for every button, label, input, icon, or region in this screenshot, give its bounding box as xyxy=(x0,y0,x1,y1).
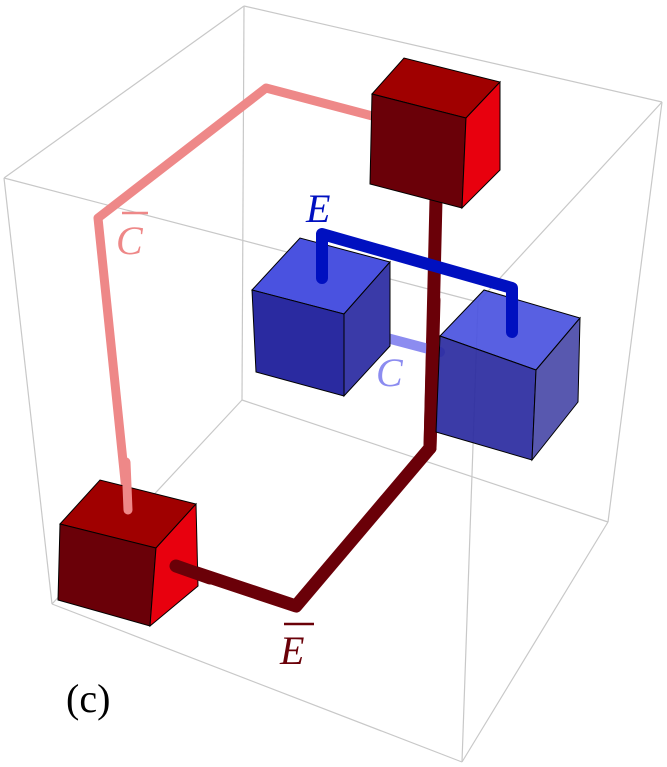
label-c: C xyxy=(376,350,404,395)
frame-edge xyxy=(51,603,463,763)
blue-cube-right-side xyxy=(531,316,581,462)
frame-edge xyxy=(477,101,663,303)
frame-edge xyxy=(243,5,663,103)
frame-edge xyxy=(241,5,245,401)
blue-cube-left xyxy=(251,237,391,398)
blue-cube-right xyxy=(435,289,581,462)
c-bar-link xyxy=(93,83,385,515)
e-bar-link-front xyxy=(423,293,441,455)
panel-label: (c) xyxy=(66,676,110,721)
frame-edge xyxy=(3,177,479,303)
label-e: E xyxy=(305,186,330,231)
red-cube-top-side xyxy=(461,80,501,210)
label-c-bar: C xyxy=(116,211,148,263)
label-e-bar: E xyxy=(279,622,314,673)
frame-edge xyxy=(607,101,663,523)
red-cube-top xyxy=(369,57,501,210)
e-bar-link-end xyxy=(169,559,217,585)
c-bar-link-end xyxy=(121,457,133,515)
frame-edge xyxy=(3,177,53,605)
blue-cube-left-side xyxy=(343,260,391,398)
label-c-bar-text: C xyxy=(116,218,144,263)
frame-edge xyxy=(3,5,245,179)
label-e-bar-text: E xyxy=(279,628,304,673)
frame-edge xyxy=(461,521,609,763)
e-link xyxy=(316,228,518,338)
